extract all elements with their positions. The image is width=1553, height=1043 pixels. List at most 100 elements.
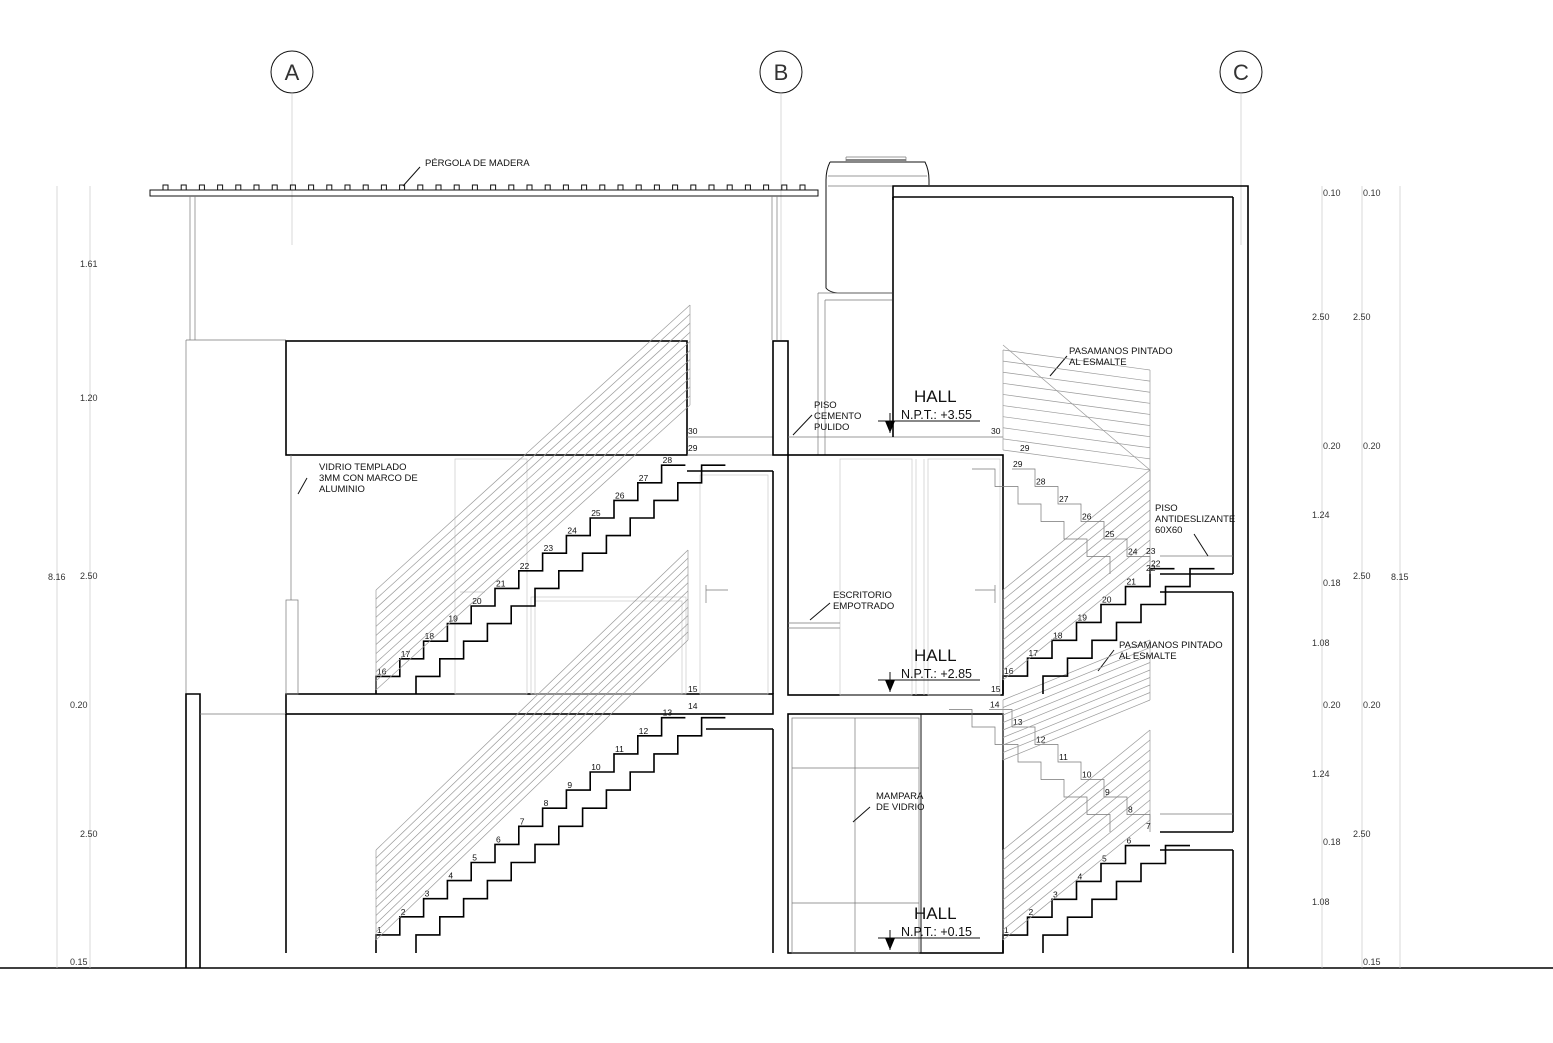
railing-bar <box>1002 449 1151 471</box>
railing-bar <box>1002 438 1151 460</box>
pasamanos-top-label: PASAMANOS PINTADO AL ESMALTE <box>1069 346 1173 368</box>
stair-profile <box>1002 844 1150 953</box>
middle-block <box>787 414 1004 954</box>
pergola-joist <box>781 184 788 191</box>
dim-rb-4: 2.50 <box>1353 571 1371 581</box>
railing-bar <box>1002 809 1151 931</box>
railing-bar <box>1002 349 1151 371</box>
right-stairs: 1234568910111213147151617181920212224252… <box>949 344 1215 953</box>
dim-rb-3: 0.20 <box>1363 441 1381 451</box>
step-number: 30 <box>688 426 698 436</box>
stair-underside <box>949 709 1111 832</box>
railing-bar <box>375 623 689 924</box>
railing-bar <box>1002 749 1151 871</box>
railing-bar <box>375 582 689 883</box>
vidrio-line-3: ALUMINIO <box>319 484 365 495</box>
dim-left-6: 0.15 <box>70 957 88 967</box>
mampara-line-2: DE VIDRIO <box>876 802 925 813</box>
pergola-joist <box>617 184 624 191</box>
step-number: 12 <box>1036 735 1046 745</box>
pergola-label: PÉRGOLA DE MADERA <box>425 158 530 169</box>
railing-bar <box>1002 479 1151 601</box>
railing-bar <box>375 313 691 600</box>
step-number: 19 <box>1078 612 1088 622</box>
pergola-joist <box>690 184 697 191</box>
railing-bar <box>375 377 691 663</box>
step-number: 17 <box>1029 648 1039 658</box>
step-number: 29 <box>688 443 698 453</box>
step-number: 23 <box>1146 546 1156 556</box>
pergola-joist <box>526 184 533 191</box>
pergola-joist <box>417 184 424 191</box>
pergola-joist <box>380 184 387 191</box>
piso-cemento-line-3: PULIDO <box>814 422 849 433</box>
axis-a: A <box>270 50 314 245</box>
step-number: 26 <box>1082 512 1092 522</box>
stair-profile <box>375 464 686 694</box>
step-number: 28 <box>1036 477 1046 487</box>
railing-bar <box>1002 684 1151 746</box>
railing-bar <box>1002 654 1151 716</box>
hall-title: HALL <box>914 646 957 665</box>
step-number: 9 <box>1105 787 1110 797</box>
step-number: 29 <box>1020 443 1030 453</box>
railing-bar <box>1002 519 1151 641</box>
step-number: 22 <box>1146 563 1156 573</box>
axis-c: C <box>1219 50 1263 245</box>
railing-bar <box>375 549 689 851</box>
railing-bar <box>1002 639 1151 701</box>
pergola-joist <box>271 184 278 191</box>
pergola-joist <box>471 184 478 191</box>
railing-bar <box>1002 669 1151 731</box>
piso-cemento-line-2: CEMENTO <box>814 411 861 422</box>
railing-bar <box>1002 371 1151 393</box>
stair-underside <box>415 716 726 953</box>
railing-bar <box>1002 405 1151 426</box>
pergola-joist <box>562 184 569 191</box>
piso-anti-line-1: PISO <box>1155 503 1178 514</box>
water-tank <box>817 156 930 455</box>
step-number: 3 <box>425 889 430 899</box>
pergola-joist <box>490 184 497 191</box>
railing-bar <box>375 607 689 908</box>
dim-ra-2: 2.50 <box>1312 312 1330 322</box>
vidrio-line-2: 3MM CON MARCO DE <box>319 473 418 484</box>
step-number: 15 <box>688 684 698 694</box>
step-number: 15 <box>991 684 1001 694</box>
dim-left-4: 0.20 <box>70 700 88 710</box>
railing-bar <box>375 574 689 875</box>
dim-left-2: 1.20 <box>80 393 98 403</box>
stair-profile <box>1002 567 1175 694</box>
railing-bar <box>375 404 691 691</box>
dim-ra-1: 0.10 <box>1323 188 1341 198</box>
pergola-joist <box>180 184 187 191</box>
axis-b: B <box>759 50 803 340</box>
step-number: 11 <box>1059 752 1068 762</box>
pasamanos-mid-label: PASAMANOS PINTADO AL ESMALTE <box>1119 640 1223 662</box>
step-number: 23 <box>544 543 554 553</box>
step-number: 26 <box>615 490 625 500</box>
pergola-joist <box>763 184 770 191</box>
dim-left-5: 2.50 <box>80 829 98 839</box>
dim-left-1: 1.61 <box>80 259 98 269</box>
step-number: 16 <box>377 666 387 676</box>
hall-level: N.P.T.: +2.85 <box>901 667 972 681</box>
piso-anti-line-3: 60X60 <box>1155 525 1182 536</box>
dim-ra-4: 1.24 <box>1312 510 1330 520</box>
step-number: 7 <box>1146 821 1151 831</box>
dim-rb-5: 0.20 <box>1363 700 1381 710</box>
pergola-joist <box>235 184 242 191</box>
step-number: 19 <box>448 614 458 624</box>
step-number: 9 <box>567 780 572 790</box>
railing-bar <box>375 590 689 892</box>
piso-anti-line-2: ANTIDESLIZANTE <box>1155 514 1235 525</box>
step-number: 22 <box>1151 559 1161 569</box>
pergola-joist <box>581 184 588 191</box>
pergola-joist <box>744 184 751 191</box>
pergola-joist <box>799 184 806 191</box>
railing-bar <box>1002 382 1151 404</box>
stair-profile <box>1012 468 1151 574</box>
pergola-joist <box>326 184 333 191</box>
pergola-joist <box>508 184 515 191</box>
pergola-joist <box>726 184 733 191</box>
